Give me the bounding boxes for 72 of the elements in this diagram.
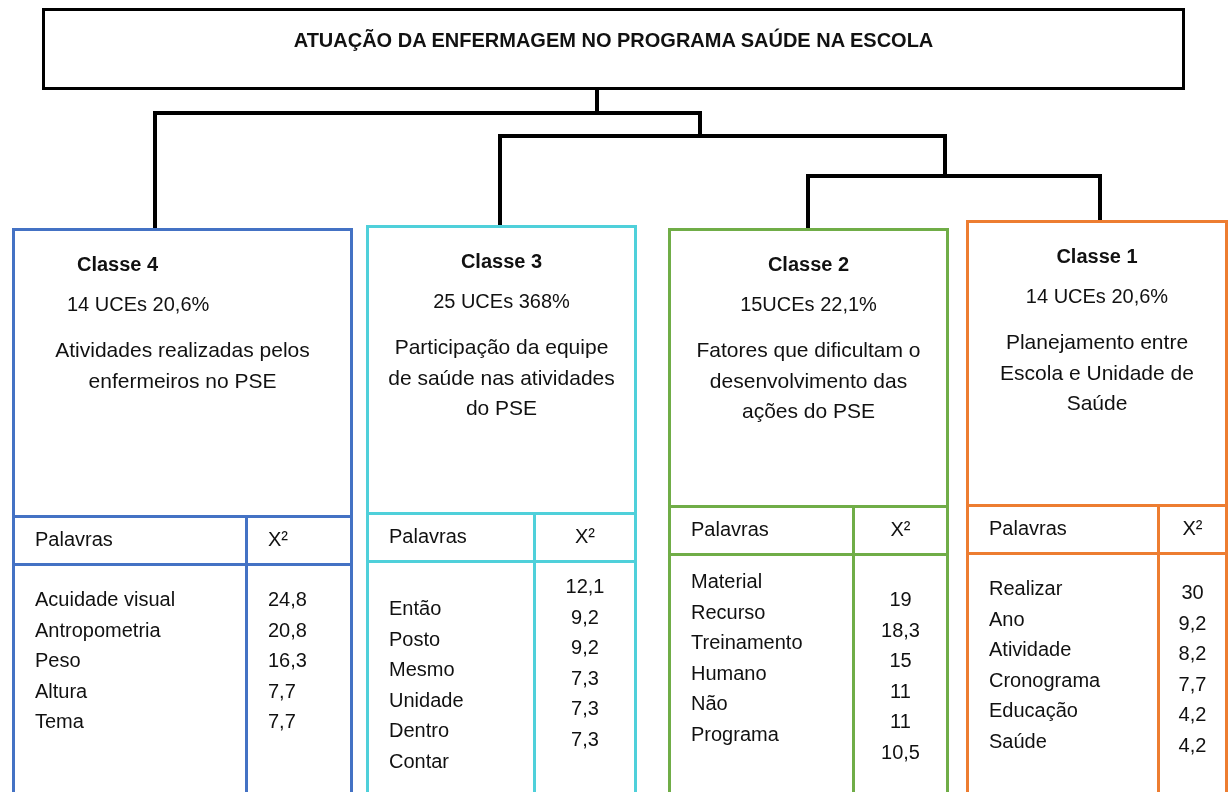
chi-square-value: 24,8 — [268, 587, 307, 612]
chi-square-value: 16,3 — [268, 648, 307, 674]
class-panel — [12, 228, 353, 792]
word-text: Tema — [35, 709, 84, 735]
chi-square-value: 8,2 — [1177, 641, 1208, 667]
word-text: Programa — [691, 722, 779, 747]
column-header: X² — [889, 517, 912, 542]
word-text: Antropometria — [35, 617, 161, 643]
class-stats: 25 UCEs 368% — [432, 289, 571, 314]
column-header: Palavras — [691, 517, 769, 542]
chi-square-value: 7,7 — [1177, 671, 1208, 697]
class-description: Planejamento entre Escola e Unidade de Saúde — [999, 329, 1195, 417]
word-text: Mesmo — [389, 657, 455, 683]
class-heading: Classe 3 — [459, 249, 544, 274]
word-text: Material — [691, 569, 763, 594]
class-panel — [668, 228, 949, 792]
class-heading: Classe 1 — [1055, 244, 1139, 269]
column-header: Palavras — [989, 516, 1067, 541]
chi-square-value: 18,3 — [880, 617, 921, 643]
word-text: Educação — [989, 698, 1078, 724]
chi-square-value: 20,8 — [268, 617, 307, 643]
word-text: Acuidade visual — [35, 587, 176, 612]
word-text: Ano — [989, 606, 1025, 632]
class-stats: 14 UCEs 20,6% — [1024, 284, 1170, 309]
chi-square-value: 7,3 — [570, 696, 600, 722]
chi-square-value: 4,2 — [1177, 733, 1208, 758]
column-header: Palavras — [389, 524, 467, 549]
chi-square-value: 4,2 — [1177, 702, 1208, 728]
class-stats: 15UCEs 22,1% — [739, 292, 878, 317]
word-text: Atividade — [989, 637, 1072, 663]
chi-square-value: 30 — [1180, 580, 1205, 605]
column-header: X² — [574, 524, 596, 549]
word-text: Não — [691, 691, 728, 717]
chi-square-value: 11 — [889, 709, 912, 735]
word-text: Recurso — [691, 599, 766, 625]
column-header: Palavras — [35, 527, 113, 552]
word-text: Dentro — [389, 718, 450, 744]
class-description: Participação da equipe de saúde nas atividades do PSE — [387, 334, 616, 422]
class-stats: 14 UCEs 20,6% — [67, 292, 210, 317]
chi-square-value: 19 — [888, 587, 913, 612]
chi-square-value: 7,7 — [268, 709, 296, 735]
word-text: Altura — [35, 678, 88, 704]
class-heading: Classe 2 — [766, 252, 851, 277]
node-label: ATUAÇÃO DA ENFERMAGEM NO PROGRAMA SAÚDE NA ESCOLA — [293, 29, 934, 52]
word-text: Treinamento — [691, 630, 803, 656]
word-text: Posto — [389, 626, 441, 652]
chi-square-value: 11 — [889, 678, 912, 704]
word-text: Cronograma — [989, 667, 1101, 693]
class-panel — [366, 225, 637, 792]
chi-square-value: 9,2 — [570, 635, 600, 661]
chi-square-value: 12,1 — [564, 574, 606, 599]
class-description: Atividades realizadas pelos enfermeiros no PSE — [54, 337, 311, 394]
word-text: Contar — [389, 749, 450, 774]
chi-square-value: 7,3 — [570, 665, 600, 691]
column-header: X² — [1181, 516, 1204, 541]
class-description: Fatores que dificultam o desenvolvimento das ações do PSE — [695, 337, 922, 425]
word-text: Então — [389, 596, 442, 621]
chi-square-value: 7,7 — [268, 678, 296, 704]
word-text: Saúde — [989, 729, 1047, 754]
word-text: Unidade — [389, 687, 464, 713]
chi-square-value: 9,2 — [1177, 610, 1208, 636]
word-text: Humano — [691, 660, 767, 686]
word-text: Peso — [35, 648, 81, 674]
class-heading: Classe 4 — [77, 252, 159, 277]
title-box — [42, 8, 1185, 90]
chi-square-value: 7,3 — [570, 727, 600, 752]
class-panel — [966, 220, 1228, 792]
word-text: Realizar — [989, 576, 1063, 601]
chi-square-value: 9,2 — [570, 604, 600, 630]
chi-square-value: 15 — [888, 648, 913, 674]
chi-square-value: 10,5 — [880, 740, 921, 765]
column-header: X² — [268, 527, 288, 552]
